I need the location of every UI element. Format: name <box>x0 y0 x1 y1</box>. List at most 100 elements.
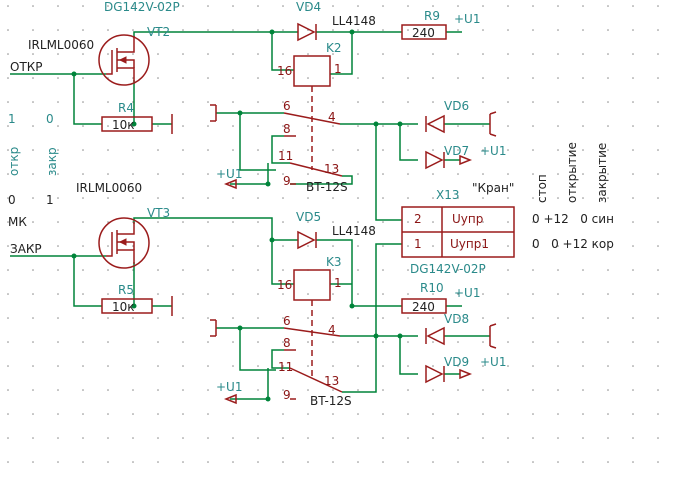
grid-dot <box>482 341 484 343</box>
grid-dot <box>582 53 584 55</box>
grid-dot <box>407 5 409 7</box>
grid-dot <box>182 293 184 295</box>
grid-dot <box>357 5 359 7</box>
grid-dot <box>182 53 184 55</box>
junction-dots <box>71 29 403 402</box>
grid-dot <box>7 461 9 463</box>
grid-dot <box>207 101 209 103</box>
grid-dot <box>157 77 159 79</box>
grid-dot <box>257 101 259 103</box>
grid-dot <box>457 245 459 247</box>
grid-dot <box>382 461 384 463</box>
grid-dot <box>307 437 309 439</box>
grid-dot <box>532 269 534 271</box>
grid-dot <box>207 461 209 463</box>
grid-dot <box>182 77 184 79</box>
grid-dot <box>107 269 109 271</box>
label-k3-pin9: 9 <box>283 388 291 402</box>
grid-dot <box>82 269 84 271</box>
grid-dot <box>382 389 384 391</box>
grid-dot <box>7 125 9 127</box>
grid-dot <box>7 197 9 199</box>
grid-dot <box>207 173 209 175</box>
grid-dot <box>132 197 134 199</box>
grid-dot <box>532 53 534 55</box>
grid-dot <box>257 197 259 199</box>
grid-dot <box>232 365 234 367</box>
mosfet-vt3 <box>98 217 150 269</box>
grid-dot <box>182 5 184 7</box>
grid-dot <box>207 77 209 79</box>
grid-dot <box>7 245 9 247</box>
grid-dot <box>657 221 659 223</box>
label-u1-vd9: +U1 <box>480 355 506 369</box>
grid-dot <box>157 461 159 463</box>
grid-dot <box>632 125 634 127</box>
label-k2-pin13: 13 <box>324 162 339 176</box>
label-k2-pin1: 1 <box>334 62 342 76</box>
grid-dot <box>657 413 659 415</box>
grid-dot <box>57 389 59 391</box>
grid-dot <box>432 53 434 55</box>
label-k3-pin13: 13 <box>324 374 339 388</box>
grid-dot <box>132 29 134 31</box>
grid-dot <box>607 125 609 127</box>
grid-dot <box>107 173 109 175</box>
label-k3-pin11: 11 <box>278 360 293 374</box>
grid-dot <box>257 341 259 343</box>
grid-dot <box>57 53 59 55</box>
label-row-1: 0 +12 0 син <box>532 212 614 226</box>
label-k2-pin16: 16 <box>277 64 292 78</box>
grid-dot <box>357 77 359 79</box>
grid-dot <box>7 389 9 391</box>
grid-dot <box>557 341 559 343</box>
label-x13-pin2: 2 <box>414 212 422 226</box>
grid-dot <box>357 461 359 463</box>
grid-dot <box>607 53 609 55</box>
grid-dot <box>282 149 284 151</box>
grid-dot <box>532 173 534 175</box>
grid-dot <box>582 29 584 31</box>
grid-dot <box>432 413 434 415</box>
grid-dot <box>582 101 584 103</box>
grid-dot <box>332 53 334 55</box>
grid-dot <box>157 437 159 439</box>
grid-dot <box>232 77 234 79</box>
grid-dot <box>232 125 234 127</box>
grid-dot <box>307 317 309 319</box>
grid-dot <box>457 461 459 463</box>
grid-dot <box>57 29 59 31</box>
label-u1-vd7: +U1 <box>480 144 506 158</box>
grid-dot <box>107 413 109 415</box>
grid-dot <box>57 341 59 343</box>
grid-dot <box>82 5 84 7</box>
grid-dot <box>607 77 609 79</box>
grid-dot <box>232 5 234 7</box>
label-ll4148-2: LL4148 <box>332 224 376 238</box>
grid-dot <box>607 29 609 31</box>
grid-dot <box>607 269 609 271</box>
grid-dot <box>207 149 209 151</box>
grid-dot <box>532 221 534 223</box>
grid-dot <box>257 53 259 55</box>
grid-dot <box>257 461 259 463</box>
label-k2-pin11: 11 <box>278 149 293 163</box>
grid-dot <box>207 125 209 127</box>
grid-dot <box>657 245 659 247</box>
label-vd5: VD5 <box>296 210 321 224</box>
grid-dot <box>232 437 234 439</box>
grid-dot <box>82 77 84 79</box>
grid-dot <box>107 341 109 343</box>
grid-dot <box>32 221 34 223</box>
grid-dot <box>432 317 434 319</box>
grid-dot <box>357 293 359 295</box>
grid-dot <box>257 389 259 391</box>
grid-dot <box>582 437 584 439</box>
grid-dot <box>457 341 459 343</box>
grid-dot <box>557 245 559 247</box>
grid-dot <box>357 317 359 319</box>
grid-dot <box>332 101 334 103</box>
grid-dot <box>307 5 309 7</box>
grid-dot <box>157 341 159 343</box>
grid-dot <box>432 245 434 247</box>
